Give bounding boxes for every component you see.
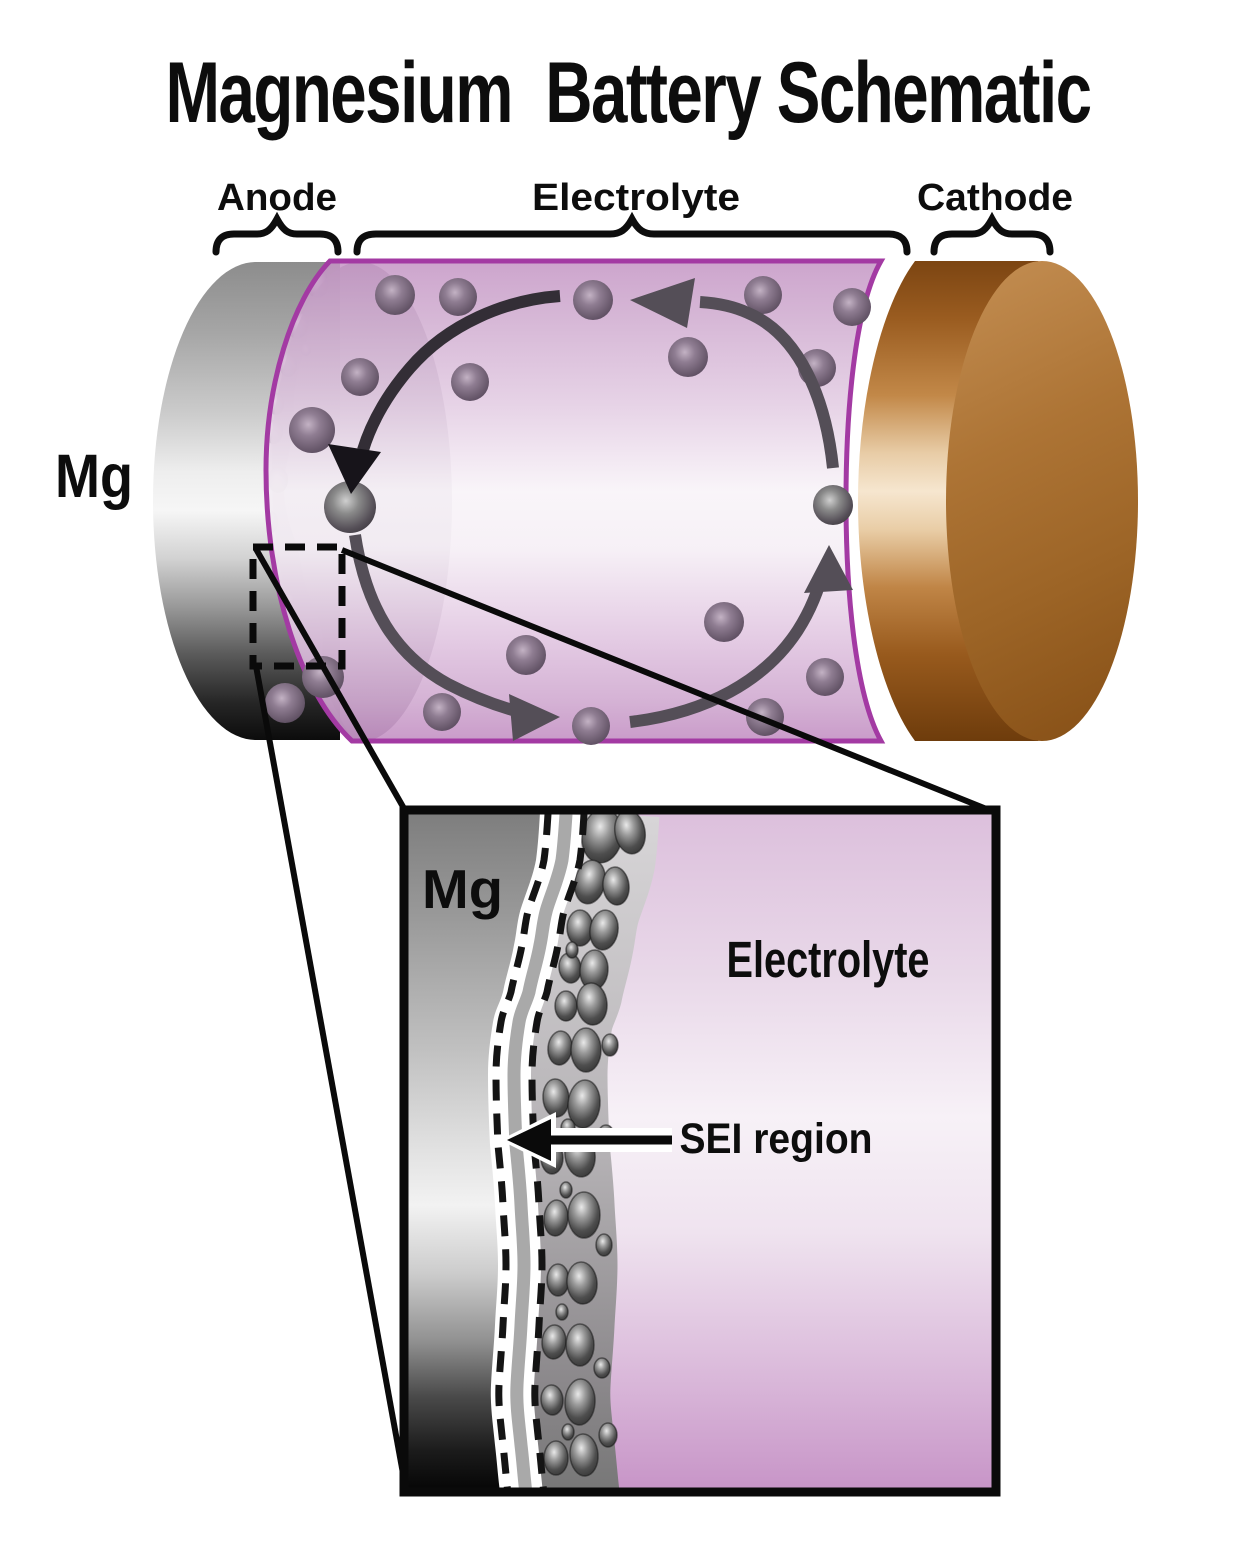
sei-inset: Mg Electrolyte SEI region: [399, 805, 1001, 1497]
callout-line-bottom-left: [253, 665, 409, 1491]
mg-ion: [833, 288, 871, 326]
mg-ion: [744, 276, 782, 314]
page-title: Magnesium Battery Schematic: [166, 45, 1091, 141]
sei-pebble: [540, 1384, 564, 1416]
flow-arc-bottom-left: [349, 534, 518, 717]
sei-pebble: [567, 1191, 601, 1239]
mg-ion: [324, 481, 376, 533]
sei-pebbles: [540, 814, 647, 1477]
zoom-callout: [249, 543, 996, 1491]
flow-arrowhead-right-icon: [509, 694, 560, 741]
sei-pebble: [566, 909, 594, 947]
cathode-brace: [930, 211, 1054, 256]
anode-brace: [212, 211, 342, 256]
zoom-region-dashed-box: [249, 543, 346, 670]
electrolyte-brace: [353, 211, 911, 256]
sei-pebble: [589, 909, 619, 951]
sei-pebble: [554, 990, 578, 1022]
sei-pebble: [564, 1378, 596, 1426]
sei-pebble: [593, 1357, 611, 1379]
sei-pebble: [543, 1440, 569, 1476]
mg-ion: [375, 275, 415, 315]
sei-pebble: [601, 1033, 619, 1057]
callout-line-top-left: [253, 547, 409, 814]
sei-arrowhead-icon: [507, 1119, 551, 1161]
sei-pebble: [576, 982, 608, 1026]
mg-ion: [423, 693, 461, 731]
title-block: Magnesium Battery Schematic: [166, 45, 1093, 141]
mg-ions: [265, 275, 871, 745]
inset-mg-strip: [408, 814, 540, 1488]
sei-pebble: [613, 814, 647, 855]
cathode-front-face: [946, 261, 1138, 741]
sei-pebble: [598, 1422, 618, 1448]
flow-arrowhead-down-icon: [328, 444, 381, 494]
mg-ion: [506, 635, 546, 675]
sei-pebble: [559, 1181, 573, 1199]
electrolyte-label: Electrolyte: [532, 177, 740, 219]
inset-border: [399, 805, 1001, 1497]
sei-pebble: [570, 1027, 602, 1073]
mg-ion: [289, 407, 335, 453]
mg-ion: [451, 363, 489, 401]
ion-flow-arrows: [328, 278, 853, 741]
flow-arrowhead-up-icon: [804, 545, 853, 593]
sei-pebble: [555, 1303, 569, 1321]
battery-cylinder: [153, 258, 1138, 745]
mg-ion: [668, 337, 708, 377]
sei-pebble: [546, 1263, 570, 1297]
sei-region-pointer: [500, 1112, 672, 1168]
mg-ion: [265, 683, 305, 723]
mg-ion: [573, 280, 613, 320]
callout-line-top-right: [340, 547, 996, 815]
mg-ion: [341, 358, 379, 396]
sei-pebble: [595, 1233, 613, 1257]
flow-arc-top-left: [357, 290, 561, 452]
sei-pebble: [602, 866, 630, 906]
mg-ion: [704, 602, 744, 642]
sei-pebble: [565, 941, 579, 959]
inset-electrolyte-label: Electrolyte: [727, 931, 930, 988]
section-labels: Anode Electrolyte Cathode: [212, 177, 1073, 256]
mg-ion: [813, 485, 853, 525]
flow-arc-top-right: [699, 296, 839, 469]
inset-mg-label: Mg: [422, 858, 503, 920]
sei-pebble: [566, 1261, 598, 1305]
sei-region-label: SEI region: [680, 1115, 873, 1163]
sei-pebble: [561, 1423, 575, 1441]
cathode-label: Cathode: [917, 177, 1073, 219]
sei-pebble: [569, 1433, 599, 1477]
mg-ion: [806, 658, 844, 696]
sei-pebble: [565, 1323, 595, 1367]
sei-pebble: [567, 1079, 601, 1129]
flow-arrowhead-left-icon: [630, 278, 695, 328]
mg-ion: [572, 707, 610, 745]
mg-ion: [439, 278, 477, 316]
mg-anode-label: Mg: [55, 442, 133, 510]
